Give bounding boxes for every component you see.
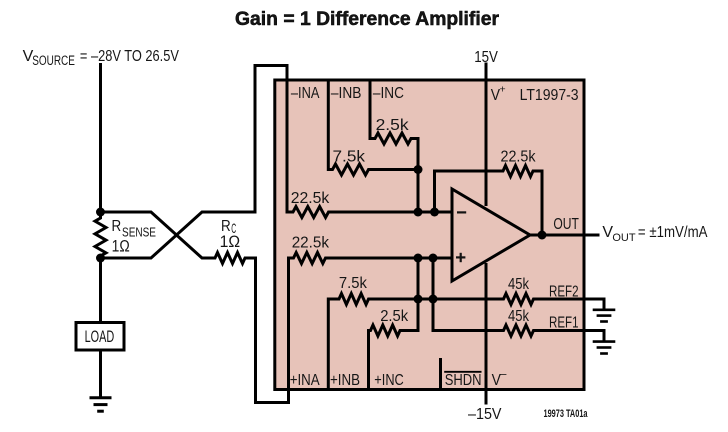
svg-text:1Ω: 1Ω [220, 233, 241, 251]
svg-text:C: C [231, 220, 236, 236]
svg-text:7.5k: 7.5k [333, 149, 367, 166]
svg-text:22.5k: 22.5k [501, 149, 537, 166]
svg-text:= –28V TO 26.5V: = –28V TO 26.5V [80, 48, 179, 65]
svg-text:R: R [221, 218, 231, 235]
svg-text:2.5k: 2.5k [376, 117, 410, 134]
svg-text:LOAD: LOAD [85, 328, 115, 346]
svg-text:R: R [112, 218, 122, 235]
svg-text:REF2: REF2 [549, 284, 579, 301]
svg-text:7.5k: 7.5k [339, 275, 368, 292]
svg-text:–INC: –INC [373, 85, 404, 102]
svg-text:LT1997-3: LT1997-3 [520, 87, 579, 104]
svg-text:SOURCE: SOURCE [32, 53, 75, 68]
svg-text:15V: 15V [474, 49, 498, 66]
svg-text:OUT: OUT [612, 232, 635, 244]
svg-text:–15V: –15V [468, 406, 502, 423]
svg-text:= ±1mV/mA: = ±1mV/mA [638, 224, 708, 241]
svg-text:–: – [500, 367, 507, 381]
svg-text:2.5k: 2.5k [380, 308, 409, 325]
svg-text:SENSE: SENSE [122, 225, 156, 240]
svg-text:+: + [500, 84, 506, 96]
svg-text:–INB: –INB [331, 85, 362, 102]
svg-text:+INA: +INA [290, 372, 320, 389]
svg-text:V: V [491, 87, 501, 104]
svg-text:45k: 45k [508, 276, 530, 293]
svg-text:22.5k: 22.5k [291, 190, 330, 207]
svg-text:SHDN: SHDN [445, 372, 482, 389]
svg-text:1Ω: 1Ω [112, 238, 130, 256]
svg-text:–INA: –INA [291, 85, 320, 102]
svg-text:19973 TA01a: 19973 TA01a [544, 408, 589, 420]
svg-text:45k: 45k [508, 308, 530, 325]
svg-text:V: V [492, 372, 502, 389]
svg-text:V: V [602, 224, 613, 241]
svg-text:+INB: +INB [330, 372, 360, 389]
svg-text:REF1: REF1 [549, 315, 579, 332]
svg-text:22.5k: 22.5k [292, 235, 330, 252]
svg-text:+INC: +INC [374, 372, 404, 389]
svg-text:OUT: OUT [553, 216, 579, 233]
svg-text:V: V [23, 48, 34, 65]
svg-text:Gain = 1 Difference Amplifier: Gain = 1 Difference Amplifier [235, 8, 499, 30]
